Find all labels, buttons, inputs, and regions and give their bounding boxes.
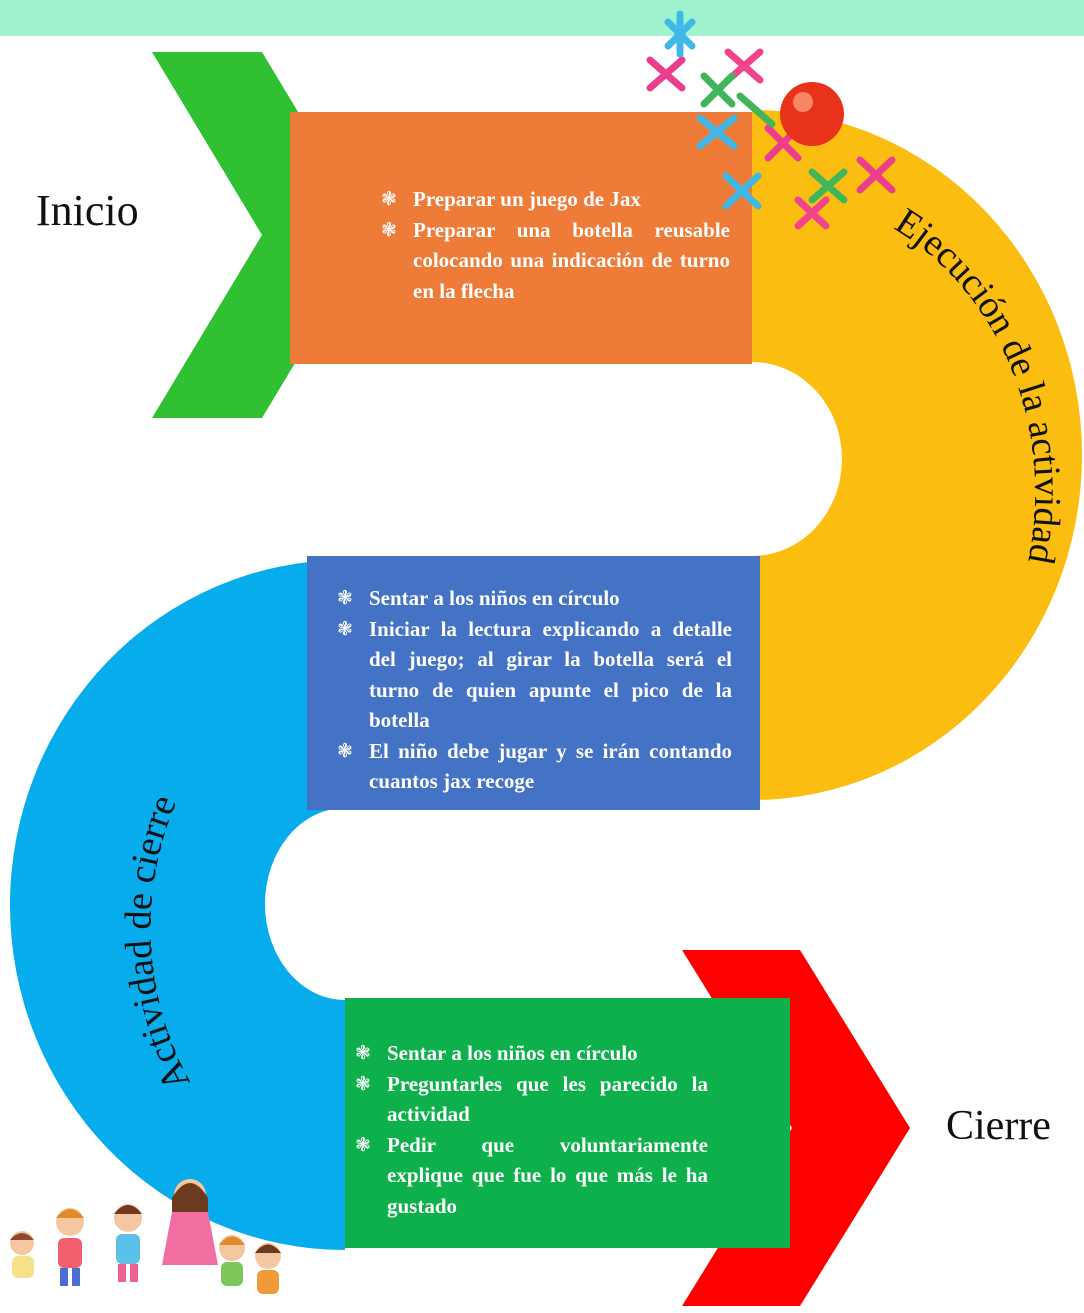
top-band [0, 0, 1084, 36]
inicio-label: Inicio [36, 186, 139, 235]
inicio-steps: Preparar un juego de Jax Preparar una bo… [378, 184, 730, 306]
actividad-cierre-arc [10, 560, 345, 1250]
ejecucion-steps: Sentar a los niños en círculo Iniciar la… [334, 583, 732, 797]
inicio-step-1: Preparar un juego de Jax [378, 184, 730, 215]
jax-toys-illustration [646, 10, 896, 230]
ejecucion-arc [752, 110, 1082, 800]
cierre-label: Cierre [946, 1103, 1051, 1149]
cierre-step-2: Preguntarles que les parecido la activid… [352, 1069, 708, 1130]
ejecucion-step-1: Sentar a los niños en círculo [334, 583, 732, 614]
cierre-step-3: Pedir que voluntariamente explique que f… [352, 1130, 708, 1222]
inicio-step-2: Preparar una botella reusable colocando … [378, 215, 730, 307]
children-illustration [10, 1179, 281, 1294]
cierre-step-1: Sentar a los niños en círculo [352, 1038, 708, 1069]
ejecucion-step-2: Iniciar la lectura explicando a detalle … [334, 614, 732, 736]
ejecucion-step-3: El niño debe jugar y se irán contando cu… [334, 736, 732, 797]
cierre-steps: Sentar a los niños en círculo Preguntarl… [352, 1038, 708, 1221]
